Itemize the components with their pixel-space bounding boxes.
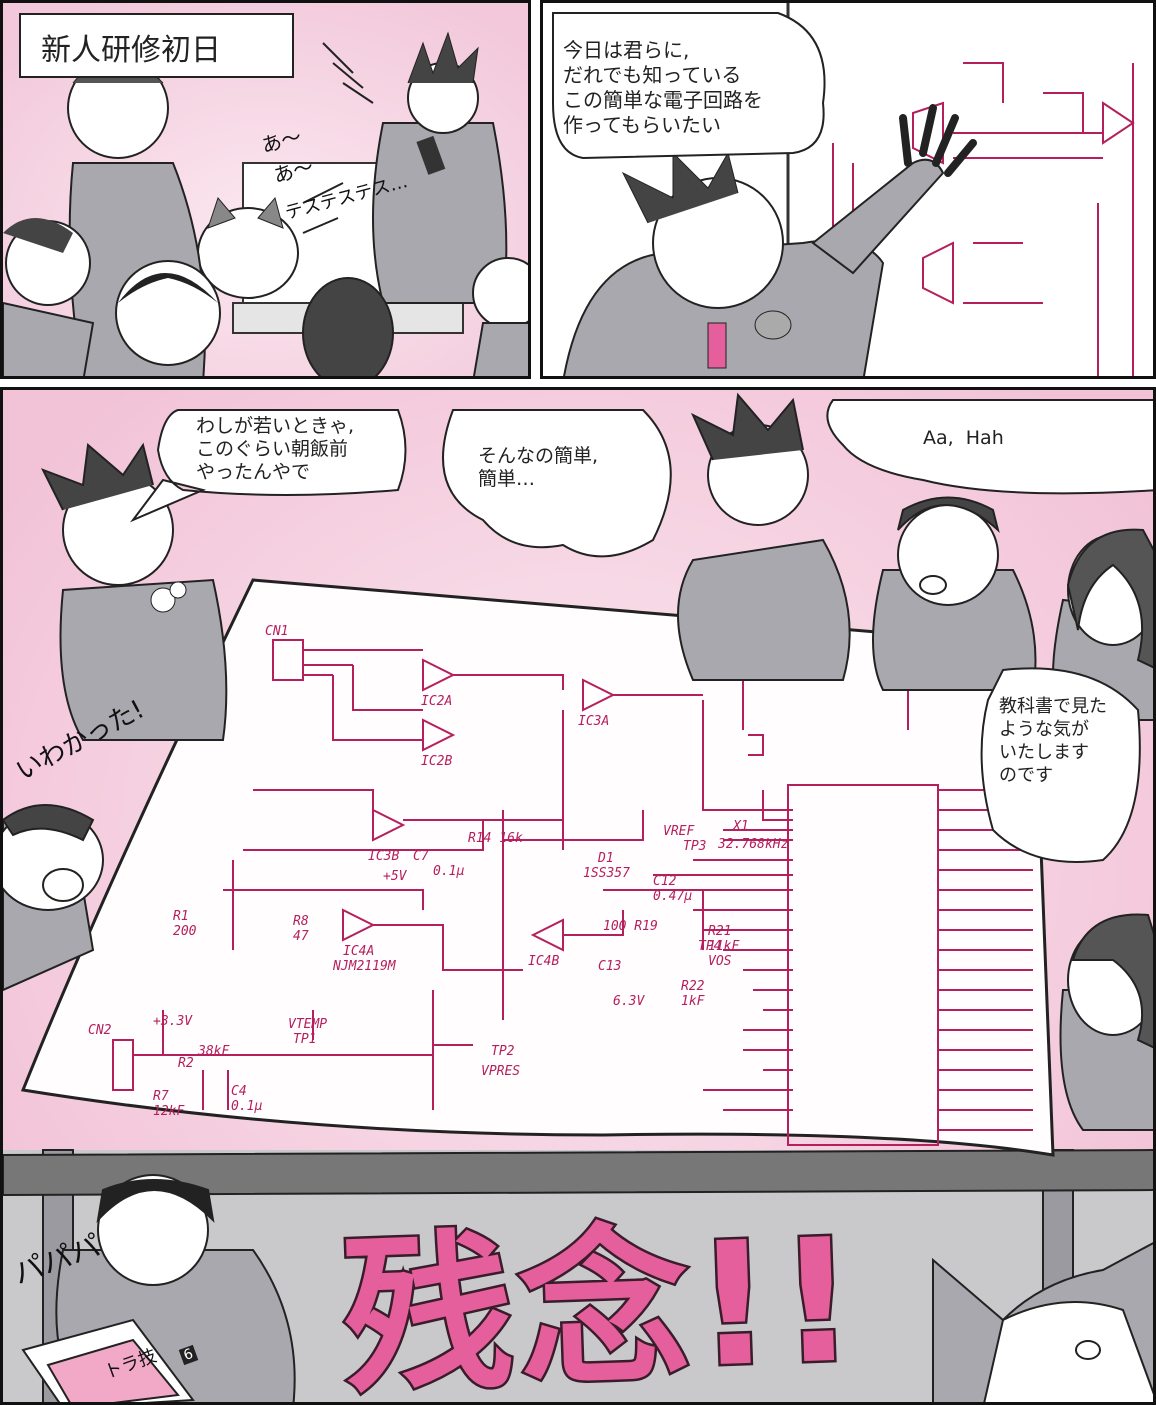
label-r1: R1 — [173, 909, 189, 924]
label-ic3a: IC3A — [578, 714, 609, 729]
label-r8: R8 — [293, 914, 309, 929]
label-d1-part: 1SS357 — [583, 866, 630, 881]
speech-bubble-mid-shape — [442, 409, 672, 558]
speech-right-text: Aa, Hah — [923, 427, 1004, 449]
label-c7: C7 — [413, 849, 429, 864]
label-c12-val: 0.47μ — [653, 889, 692, 904]
panel-classroom: 新人研修初日 あ〜 あ〜 テステステス… — [0, 0, 531, 379]
label-6-3v: 6.3V — [613, 994, 645, 1009]
label-r22-val: 1kF — [681, 994, 706, 1009]
label-c12: C12 — [653, 874, 677, 889]
speech-bubble-left-shape — [129, 409, 407, 523]
label-r22: R22 — [681, 979, 705, 994]
schematic-labels: CN1 CN2 IC2A IC2B IC3A IC3B IC4A IC4B NJ… — [88, 624, 789, 1119]
label-r1-val: 200 — [173, 924, 197, 939]
big-sfx-zannen: 残念!! — [337, 1200, 868, 1405]
label-ic2a: IC2A — [421, 694, 452, 709]
panel-schematic-art: CN1 CN2 IC2A IC2B IC3A IC3B IC4A IC4B NJ… — [3, 390, 1153, 1402]
schematic-drawing — [112, 639, 1033, 1146]
label-r19: 100 R19 — [603, 919, 658, 934]
label-v33: +3.3V — [153, 1014, 193, 1029]
label-cn2: CN2 — [88, 1023, 112, 1038]
label-v5: +5V — [383, 869, 408, 884]
label-tp1: TP1 — [293, 1032, 316, 1047]
label-r7-val: 12kF — [153, 1104, 185, 1119]
label-tp3: TP3 — [683, 839, 706, 854]
panel-lecture: 今日は君らに, だれでも知っている この簡単な電子回路を 作ってもらいたい — [540, 0, 1156, 379]
speech-left-text: わしが若いときゃ, このぐらい朝飯前 やったんやで — [196, 415, 355, 483]
label-njm: NJM2119M — [332, 959, 397, 974]
label-ic4a: IC4A — [343, 944, 374, 959]
caption-text: 新人研修初日 — [41, 33, 221, 68]
label-r21: R21 — [708, 924, 731, 939]
label-vos: VOS — [708, 954, 732, 969]
label-r21-val: 11kF — [708, 939, 740, 954]
label-vtemp: VTEMP — [288, 1017, 327, 1032]
label-r2-val: 38kF — [197, 1044, 230, 1059]
characters — [3, 392, 1153, 1402]
label-x1-freq: 32.768kHz — [717, 837, 789, 852]
label-tp2: TP2 — [491, 1044, 515, 1059]
label-c4-val: 0.1μ — [231, 1099, 262, 1114]
label-ic4b: IC4B — [528, 954, 559, 969]
caption-box: 新人研修初日 — [19, 13, 294, 78]
panel-schematic-table: CN1 CN2 IC2A IC2B IC3A IC3B IC4A IC4B NJ… — [0, 387, 1156, 1405]
label-x1: X1 — [732, 819, 749, 834]
label-vref: VREF — [663, 824, 695, 839]
speech-lecture-text: 今日は君らに, だれでも知っている この簡単な電子回路を 作ってもらいたい — [563, 38, 763, 137]
label-r7: R7 — [153, 1089, 169, 1104]
speech-bubble-right-shape — [826, 399, 1153, 495]
label-vpres: VPRES — [481, 1064, 520, 1079]
label-r2: R2 — [178, 1056, 194, 1071]
label-ic3b: IC3B — [368, 849, 399, 864]
label-cn1: CN1 — [265, 624, 288, 639]
speech-textbook-text: 教科書で見た ような気が いたします のです — [999, 696, 1107, 786]
label-ic2b: IC2B — [421, 754, 452, 769]
label-d1: D1 — [597, 851, 614, 866]
label-r14: R14 16k — [468, 831, 523, 846]
speech-bubble-lecture — [552, 12, 826, 160]
label-c7-val: 0.1μ — [433, 864, 464, 879]
label-r8-val: 47 — [293, 929, 309, 944]
label-tp4: TP4 — [698, 939, 721, 954]
speech-mid-text: そんなの簡単, 簡単… — [478, 445, 599, 490]
label-c4: C4 — [231, 1084, 247, 1099]
speech-bubble-textbook-shape — [980, 667, 1141, 863]
label-c13: C13 — [598, 959, 621, 974]
